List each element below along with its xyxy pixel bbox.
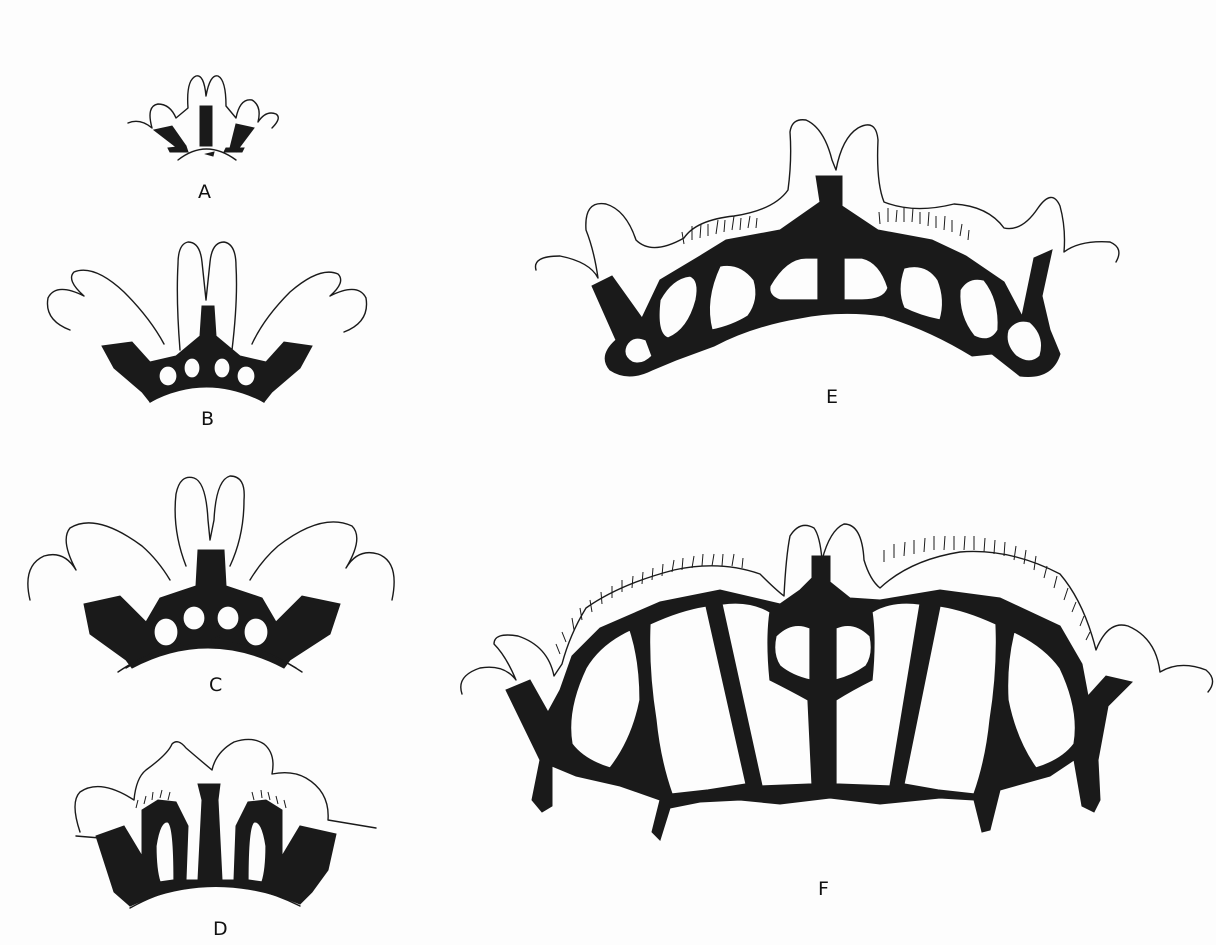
specimen-b-window-4 — [237, 366, 255, 386]
specimen-c-window-3 — [217, 606, 239, 630]
specimen-b — [47, 242, 366, 402]
specimen-a-arms — [154, 106, 254, 152]
specimen-f — [461, 524, 1213, 840]
specimen-d-frame — [96, 784, 336, 906]
specimen-e — [536, 120, 1119, 377]
specimen-e-frame — [592, 176, 1060, 377]
specimen-c-window-1 — [154, 618, 178, 646]
specimen-a — [128, 76, 278, 160]
specimen-d — [75, 739, 376, 908]
specimen-c — [28, 476, 394, 672]
specimen-c-window-2 — [183, 606, 205, 630]
specimen-b-window-1 — [159, 366, 177, 386]
specimen-b-window-3 — [214, 358, 230, 378]
label-f: F — [818, 880, 829, 899]
label-d: D — [213, 920, 228, 939]
specimen-c-window-4 — [244, 618, 268, 646]
specimen-c-frame — [84, 550, 340, 668]
specimen-b-window-2 — [184, 358, 200, 378]
label-b: B — [201, 410, 214, 429]
specimen-d-lobe-outline — [75, 739, 376, 832]
specimen-a-mark — [206, 152, 214, 156]
label-c: C — [209, 676, 222, 695]
specimen-b-frame — [102, 306, 312, 402]
label-a: A — [198, 183, 211, 202]
label-e: E — [826, 388, 838, 407]
